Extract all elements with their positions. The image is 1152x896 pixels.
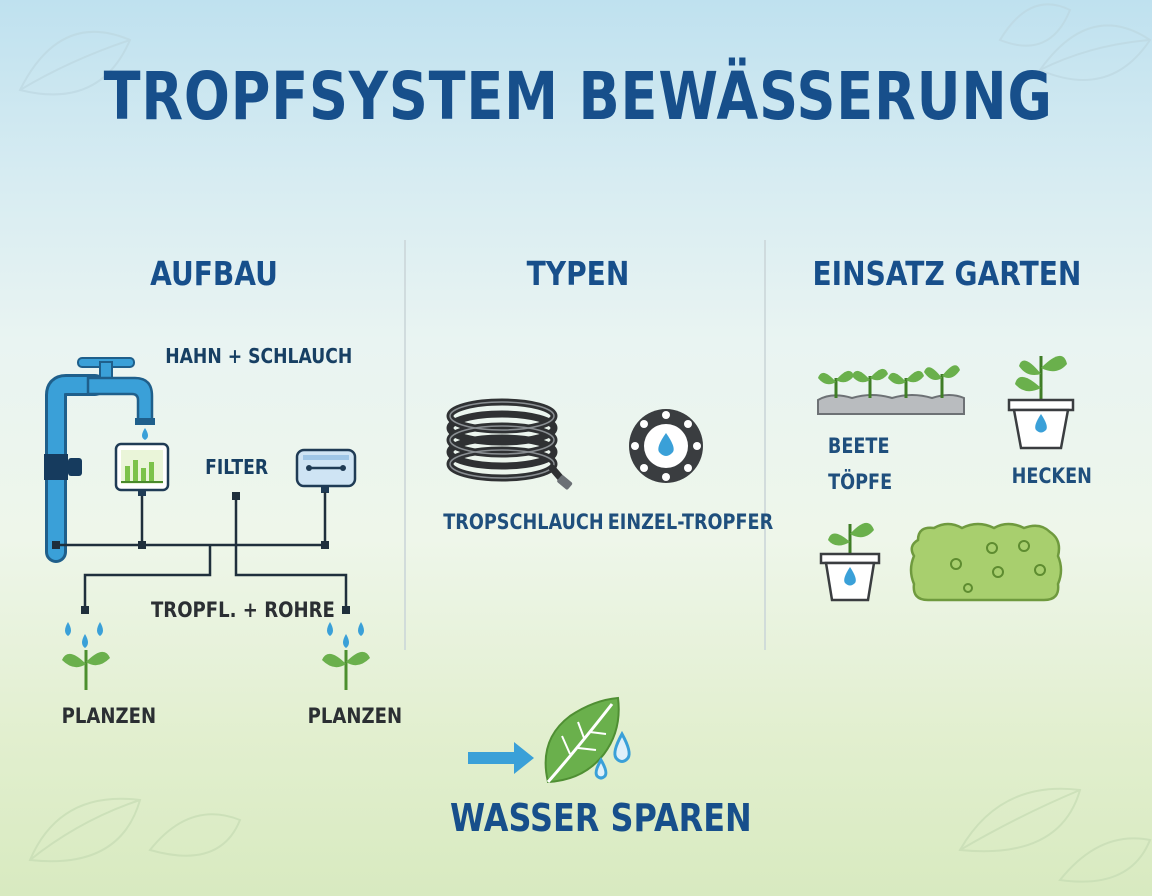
- heading-typen: TYPEN: [526, 254, 630, 293]
- water-saving-graphic: [468, 696, 631, 784]
- label-plants-right: PLANZEN: [307, 704, 403, 728]
- column-divider-left: [404, 240, 406, 650]
- arrow-right-icon: [468, 742, 534, 774]
- aufbau-diagram: [44, 357, 370, 690]
- heading-einsatz-garten: EINSATZ GARTEN: [812, 254, 1082, 293]
- page-title: TROPFSYSTEM BEWÄSSERUNG: [103, 58, 1053, 135]
- leaf-icon: [544, 696, 620, 784]
- column-divider-right: [764, 240, 766, 650]
- potted-plant-icon: [819, 522, 881, 602]
- drip-lines: [56, 492, 348, 608]
- sprout-icon: [322, 650, 370, 690]
- water-drop-icon: [594, 730, 631, 780]
- label-single-dripper: EINZEL-TROPFER: [607, 510, 774, 534]
- label-tap-hose: HAHN + SCHLAUCH: [165, 344, 353, 368]
- label-plants-left: PLANZEN: [61, 704, 157, 728]
- heading-aufbau: AUFBAU: [150, 254, 278, 293]
- label-pots: TÖPFE: [828, 470, 893, 494]
- label-beds: BEETE: [827, 434, 890, 458]
- pressure-reducer-icon: [295, 448, 357, 493]
- potted-plant-icon: [1007, 355, 1075, 450]
- seedling-bed-icon: [817, 365, 965, 415]
- label-filter: FILTER: [205, 455, 269, 479]
- plant-right-drops: [327, 622, 364, 648]
- label-drip-hose: TROPSCHLAUCH: [443, 510, 604, 534]
- plant-left-drops: [65, 622, 103, 648]
- label-hedges: HECKEN: [1011, 464, 1092, 488]
- hedge-icon: [909, 522, 1063, 602]
- water-drop-icon: [142, 428, 148, 440]
- valve-icon: [44, 454, 82, 480]
- faucet-icon: [77, 357, 155, 425]
- sprout-icon: [62, 650, 110, 690]
- filter-icon: [114, 442, 170, 496]
- label-drip-pipes: TROPFL. + ROHRE: [150, 598, 335, 622]
- dripper-icon: [629, 409, 703, 483]
- coiled-hose-icon: [446, 398, 573, 490]
- footer-water-saving: WASSER SPAREN: [450, 796, 752, 840]
- supply-pipe: [48, 377, 103, 560]
